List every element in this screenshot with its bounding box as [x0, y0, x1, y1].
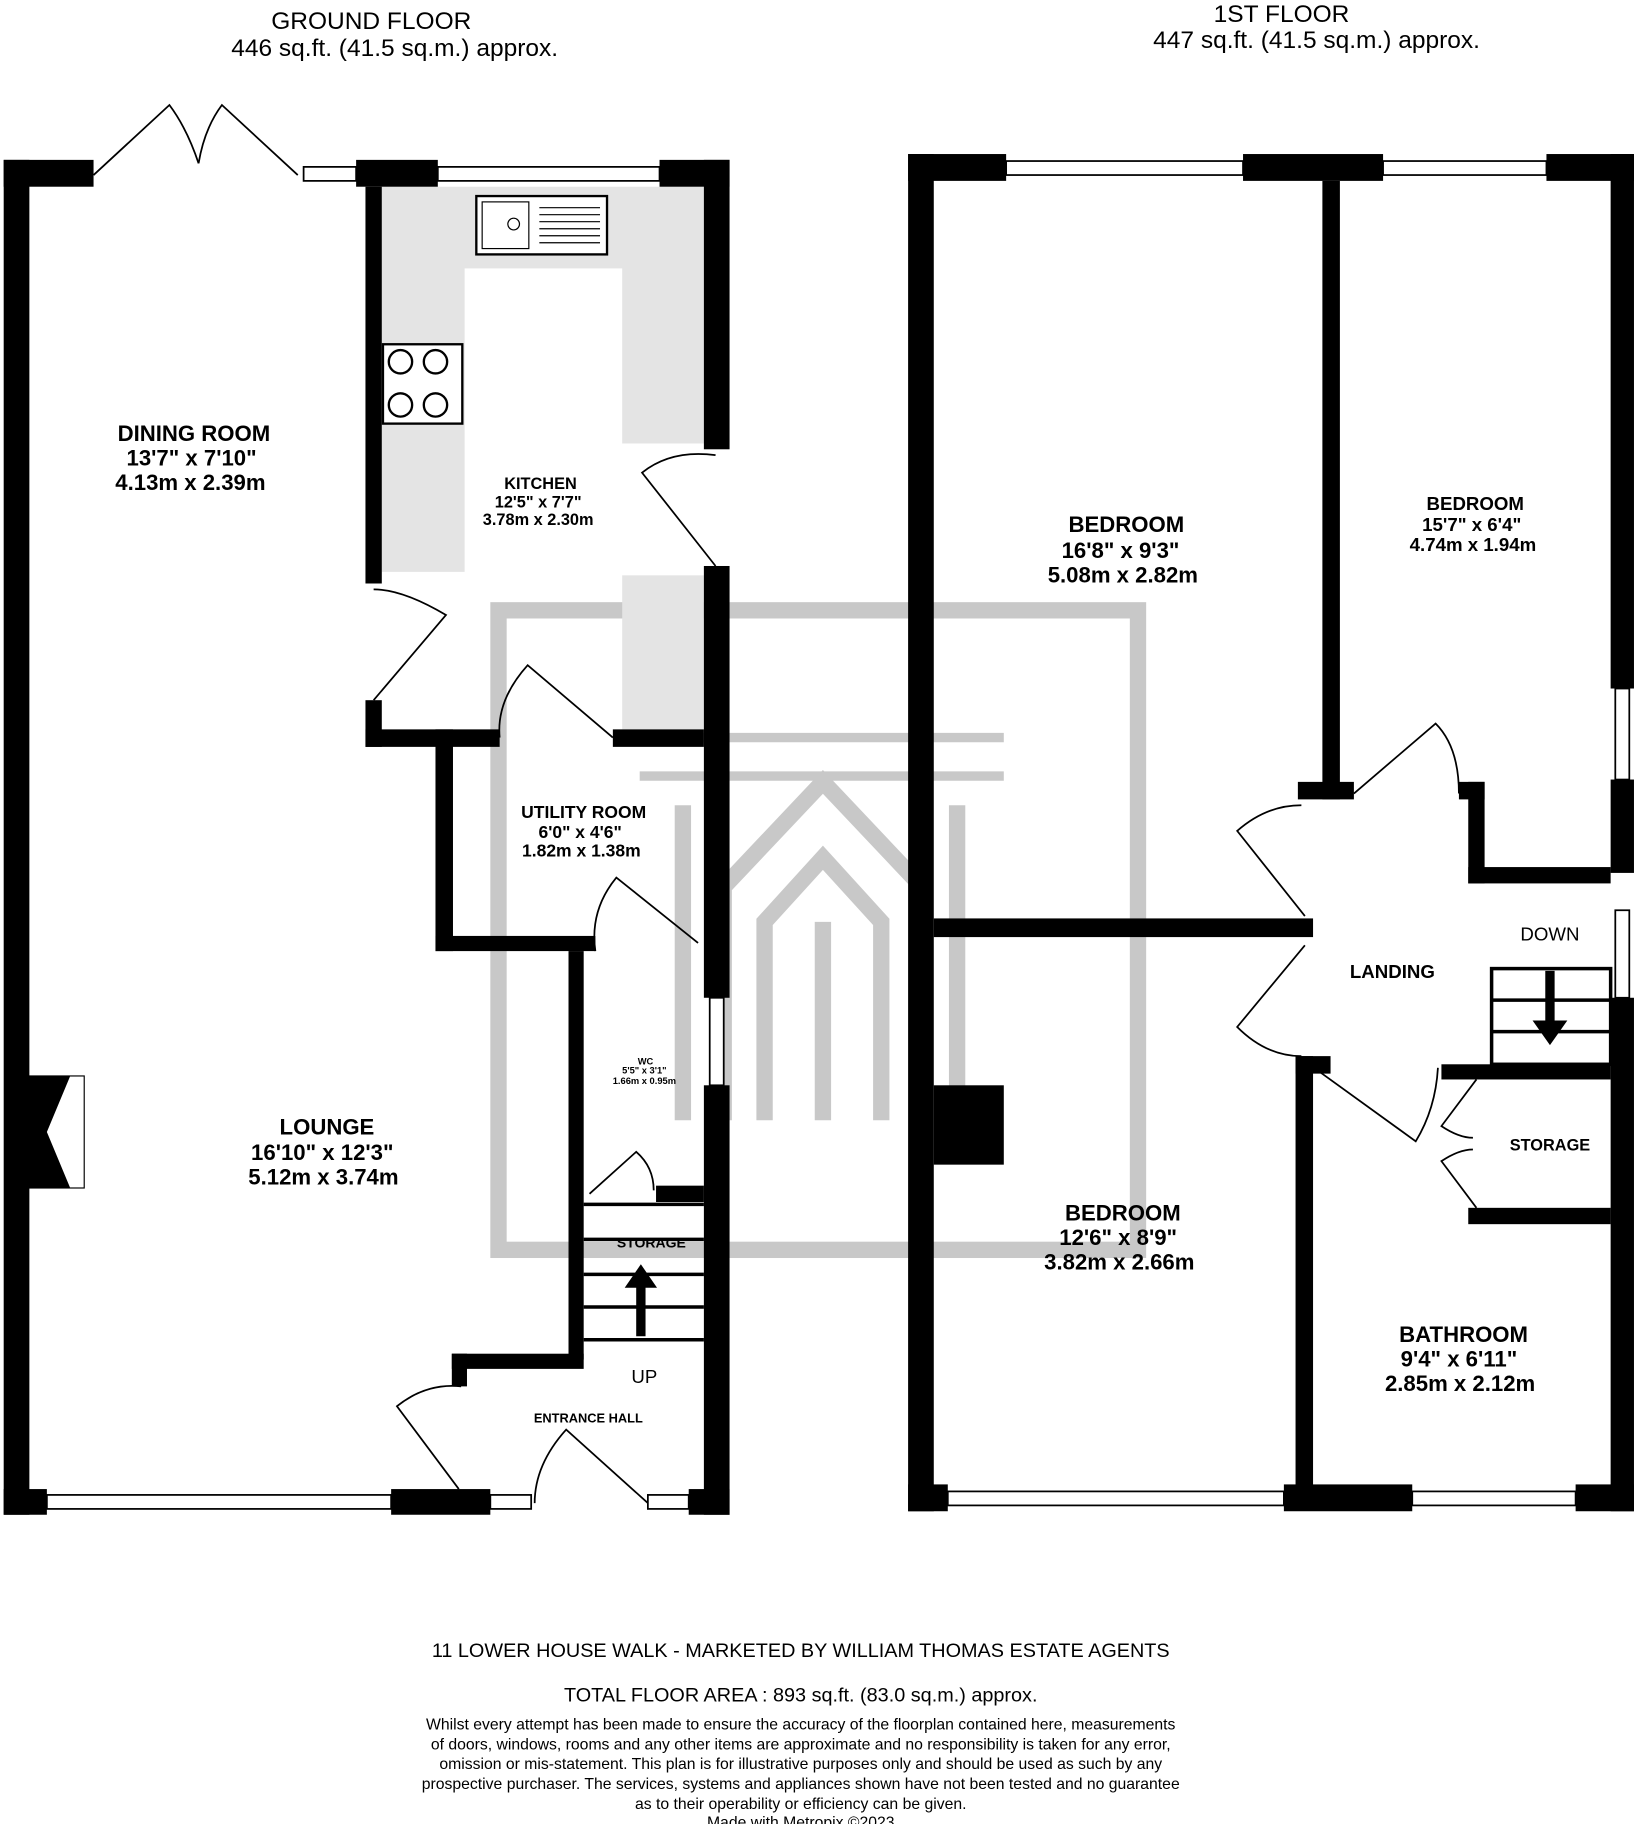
room-metric: 3.82m x 2.66m	[1044, 1250, 1194, 1275]
disclaimer-line: Whilst every attempt has been made to en…	[426, 1716, 1176, 1733]
room-label-dining: DINING ROOM 13'7" x 7'10" 4.13m x 2.39m	[115, 421, 270, 495]
room-label-lounge: LOUNGE 16'10" x 12'3" 5.12m x 3.74m	[248, 1114, 398, 1189]
room-name: UTILITY ROOM	[521, 802, 646, 822]
room-label-kitchen: KITCHEN 12'5" x 7'7" 3.78m x 2.30m	[483, 475, 594, 529]
room-label-bathroom: BATHROOM 9'4" x 6'11" 2.85m x 2.12m	[1385, 1322, 1535, 1396]
room-metric: 5.08m x 2.82m	[1048, 562, 1198, 587]
total-floor-area: TOTAL FLOOR AREA : 893 sq.ft. (83.0 sq.m…	[564, 1684, 1038, 1706]
fireplace-lounge	[28, 1075, 85, 1189]
room-metric: 4.74m x 1.94m	[1410, 534, 1537, 555]
room-name: BEDROOM	[1068, 512, 1184, 537]
disclaimer: Whilst every attempt has been made to en…	[422, 1716, 1180, 1824]
room-imperial: 13'7" x 7'10"	[127, 446, 257, 471]
room-label-storage-first: STORAGE	[1510, 1137, 1591, 1155]
address-line: 11 LOWER HOUSE WALK - MARKETED BY WILLIA…	[432, 1640, 1170, 1662]
room-label-bedroom-2: BEDROOM 15'7" x 6'4" 4.74m x 1.94m	[1410, 493, 1537, 555]
room-imperial: 15'7" x 6'4"	[1422, 514, 1521, 535]
room-name: WC	[638, 1056, 654, 1066]
ground-floor-title: GROUND FLOOR	[271, 8, 471, 35]
first-floor-windows	[946, 160, 1631, 1507]
room-imperial: 5'5" x 3'1"	[622, 1066, 666, 1076]
room-imperial: 12'6" x 8'9"	[1059, 1225, 1177, 1250]
disclaimer-line: of doors, windows, rooms and any other i…	[431, 1736, 1171, 1753]
room-imperial: 9'4" x 6'11"	[1401, 1347, 1518, 1372]
room-metric: 3.78m x 2.30m	[483, 511, 594, 529]
room-label-bedroom-1: BEDROOM 16'8" x 9'3" 5.08m x 2.82m	[1048, 512, 1198, 587]
ground-floor-doors	[92, 103, 717, 1504]
made-with-credit: Made with Metropix ©2023	[707, 1815, 895, 1824]
room-name: BATHROOM	[1399, 1322, 1528, 1347]
stairs-up-label: UP	[631, 1366, 657, 1387]
first-floor-title: 1ST FLOOR	[1214, 1, 1350, 28]
room-label-bedroom-3: BEDROOM 12'6" x 8'9" 3.82m x 2.66m	[1044, 1201, 1194, 1275]
room-name: DINING ROOM	[118, 421, 271, 446]
room-metric: 5.12m x 3.74m	[248, 1164, 398, 1189]
room-metric: 2.85m x 2.12m	[1385, 1371, 1535, 1396]
room-imperial: 12'5" x 7'7"	[495, 494, 582, 512]
room-metric: 1.82m x 1.38m	[522, 841, 641, 861]
room-imperial: 16'8" x 9'3"	[1062, 538, 1180, 563]
first-floor-doors	[1235, 722, 1478, 1209]
room-label-entrance-hall: ENTRANCE HALL	[534, 1411, 643, 1426]
room-name: BEDROOM	[1427, 493, 1524, 514]
room-label-utility: UTILITY ROOM 6'0" x 4'6" 1.82m x 1.38m	[521, 802, 646, 861]
room-name: LOUNGE	[280, 1114, 375, 1139]
room-name: KITCHEN	[504, 475, 577, 493]
ground-floor-walls	[3, 159, 730, 1515]
first-floor-area: 447 sq.ft. (41.5 sq.m.) approx.	[1153, 27, 1480, 54]
ground-floor-area: 446 sq.ft. (41.5 sq.m.) approx.	[231, 35, 558, 62]
stairs-down-label: DOWN	[1520, 924, 1579, 945]
room-imperial: 6'0" x 4'6"	[539, 822, 622, 842]
ground-floor-windows	[45, 166, 725, 1510]
stairs-ground	[583, 1202, 704, 1342]
room-metric: 1.66m x 0.95m	[613, 1076, 676, 1086]
room-label-wc: WC 5'5" x 3'1" 1.66m x 0.95m	[613, 1056, 676, 1086]
hob-icon	[381, 343, 464, 425]
kitchen-counter	[381, 186, 704, 730]
room-name: BEDROOM	[1065, 1201, 1181, 1226]
room-label-landing: LANDING	[1350, 961, 1435, 982]
disclaimer-line: as to their operability or efficiency ca…	[635, 1796, 967, 1813]
disclaimer-line: prospective purchaser. The services, sys…	[422, 1776, 1180, 1793]
sink-icon	[475, 194, 609, 256]
room-metric: 4.13m x 2.39m	[115, 470, 265, 495]
room-label-storage-ground: STORAGE	[617, 1235, 686, 1251]
room-imperial: 16'10" x 12'3"	[251, 1140, 393, 1165]
first-floor-walls	[908, 154, 1634, 1512]
disclaimer-line: omission or mis-statement. This plan is …	[439, 1756, 1162, 1773]
stairs-first	[1489, 966, 1613, 1067]
